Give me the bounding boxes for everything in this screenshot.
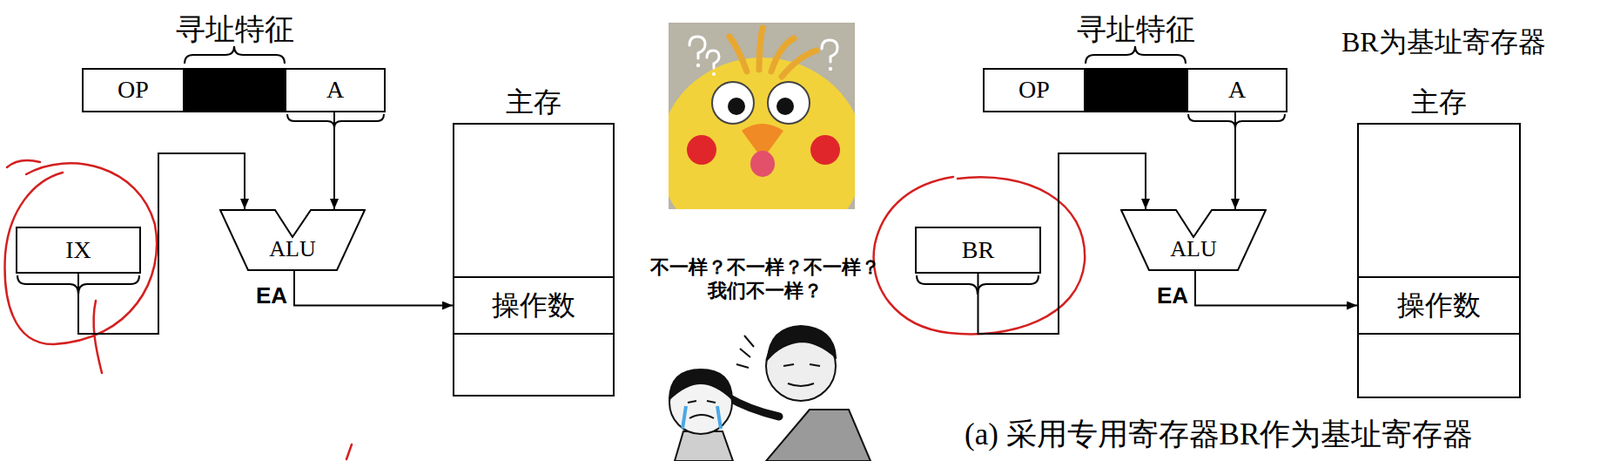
memory-heading: 主存 [1358,86,1520,119]
chick-picture [828,67,833,71]
chick-picture [658,22,865,253]
chick-picture [810,134,841,165]
chick-picture [668,27,855,209]
node-text: 操作数 [1397,289,1481,322]
chick-picture [821,40,838,62]
chick-picture [776,97,794,115]
field-label: 寻址特征 [175,12,295,47]
alu-outline [220,209,365,270]
meme-figures [682,405,721,429]
memory-cell: 操作数 [1357,275,1521,335]
bracket [184,46,285,64]
data-path-arrow [294,270,453,306]
register-box: IX [15,226,142,274]
chick-picture [686,134,717,165]
memory-heading: 主存 [454,86,613,119]
note-text: BR为基址寄存器 [1341,26,1547,59]
meme-figures [736,335,754,368]
data-path-arrow [333,112,336,209]
memory-cell: 操作数 [452,275,615,335]
main-memory: 主存操作数 [452,122,615,397]
meme-figures [783,363,821,366]
main-memory: 主存操作数 [1357,122,1521,398]
field-label: 寻址特征 [1076,12,1196,47]
address-label: EA [254,282,290,310]
meme-figures [787,383,814,386]
bracket [17,46,1285,295]
chick-picture [689,36,838,68]
alu-outline [1121,209,1266,270]
node-text: A [1228,75,1246,104]
chick-picture [750,150,775,177]
register-box: A [284,67,386,113]
chick-picture [712,72,716,76]
meme-figures [689,414,714,418]
register-box: A [1186,67,1288,113]
chick-picture [712,81,754,124]
red-annotation [346,443,352,459]
meme-figures [669,325,871,461]
bracket [287,114,384,128]
red-annotation [5,160,1086,459]
chick-picture [729,27,817,77]
chick-picture [727,97,746,115]
meme-text: 不一样？不一样？不一样？ [650,255,881,278]
node-text: OP [117,75,149,104]
node-text: 操作数 [491,289,576,322]
chick-picture [689,36,706,59]
chick-picture [696,63,700,68]
meme-figures [669,369,733,399]
chick-picture [668,57,855,209]
meme-figures [726,396,780,417]
red-annotation [94,300,102,373]
node-text: A [326,75,344,104]
register-box: OP [982,67,1086,113]
address-label: EA [1155,282,1190,310]
bracket [1085,46,1186,64]
data-path-arrow [1234,112,1237,209]
alu-unit: ALU [219,208,366,271]
alu-unit: ALU [1120,208,1267,271]
node-text: ALU [219,235,366,263]
meme-figures [674,430,733,461]
node-text: OP [1018,75,1050,104]
register-box: OP [81,67,185,113]
red-annotation [873,176,1086,334]
data-path-arrow [1195,270,1358,306]
chick-picture [767,81,810,124]
meme-figures [767,325,836,359]
instruction-field [183,67,286,113]
chick-picture [696,63,833,76]
meme-figures [687,400,716,403]
node-text: IX [65,235,92,264]
meme-text: 我们不一样？ [707,279,823,302]
red-annotation [6,160,41,168]
bracket [1188,114,1285,128]
register-box: BR [914,226,1042,274]
node-text: BR [961,235,995,264]
node-text: ALU [1120,235,1267,263]
red-annotation [5,162,158,344]
figure-caption: (a) 采用专用寄存器BR作为基址寄存器 [964,416,1473,452]
chick-picture [706,50,720,68]
instruction-field [1084,67,1188,113]
